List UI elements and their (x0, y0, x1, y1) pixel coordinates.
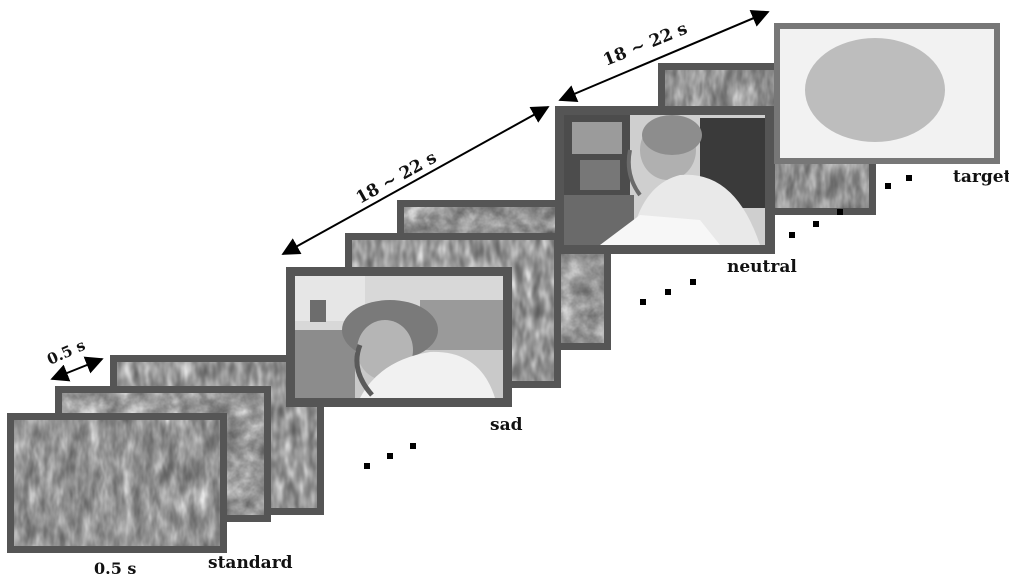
neutral-photo-frame (555, 106, 775, 254)
sad-interval-arrow (281, 106, 550, 255)
standard-label: standard (208, 553, 293, 573)
neutral-interval-arrow (558, 10, 770, 102)
standard-duration-label: 0.5 s (44, 336, 88, 369)
ellipsis-dots-4 (885, 175, 912, 189)
standard-interval-label: 0.5 s (94, 559, 136, 575)
sad-photo-frame (286, 267, 512, 407)
interval-label-sad: 18 ~ 22 s (353, 148, 440, 209)
standard-frame-1 (7, 413, 227, 553)
target-label: target (953, 167, 1009, 187)
ellipsis-dots-2 (640, 279, 696, 305)
standard-interval-arrow (50, 356, 104, 382)
sad-label: sad (490, 415, 523, 435)
target-frame (774, 23, 1000, 164)
ellipsis-dots-1 (364, 443, 416, 469)
neutral-label: neutral (727, 257, 797, 277)
ellipsis-dots-3 (789, 209, 843, 238)
